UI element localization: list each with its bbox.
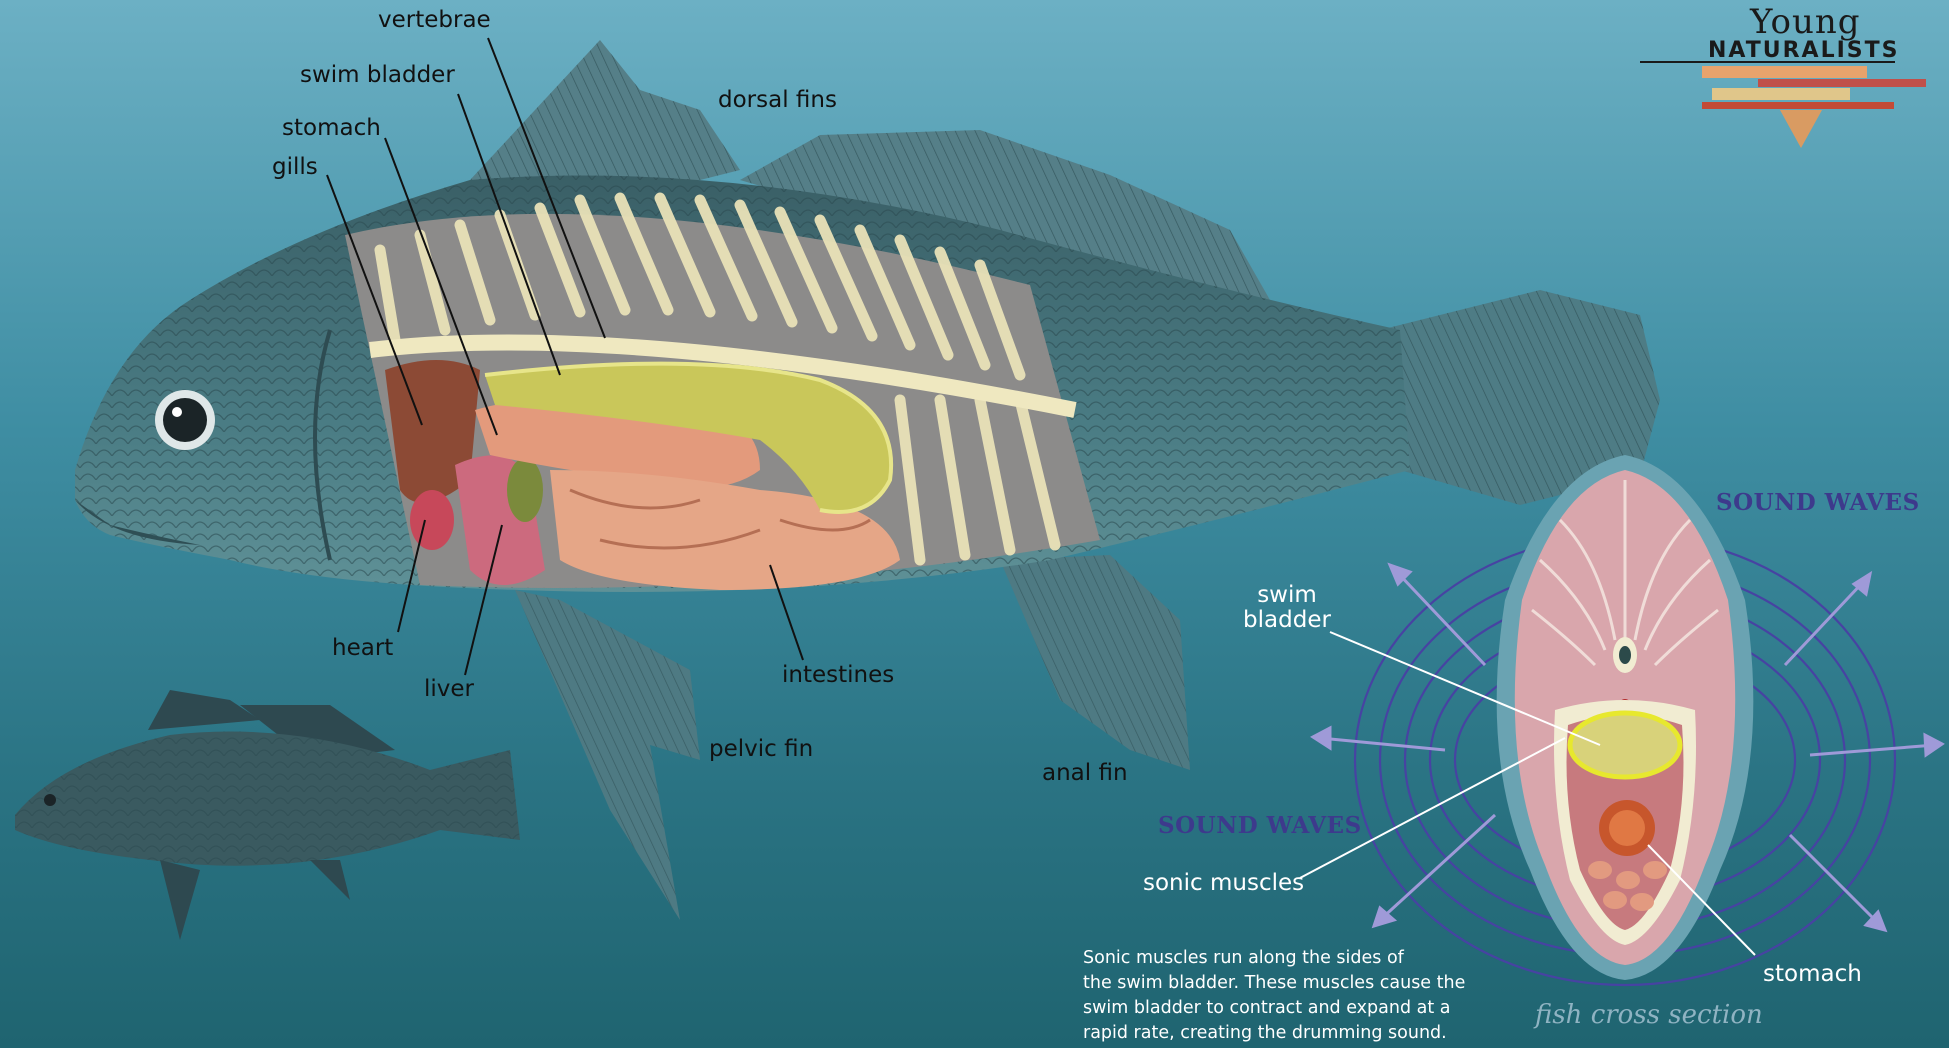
label-stomach: stomach <box>282 116 381 141</box>
label-vertebrae: vertebrae <box>378 8 491 33</box>
caption-line: rapid rate, creating the drumming sound. <box>1083 1021 1483 1046</box>
caption-text: Sonic muscles run along the sides of the… <box>1083 946 1483 1046</box>
label-liver: liver <box>424 677 474 702</box>
label-sound-waves-right: SOUND WAVES <box>1716 489 1920 516</box>
caption-line: Sonic muscles run along the sides of <box>1083 946 1483 971</box>
cross-section-title: fish cross section <box>1535 1000 1763 1030</box>
label-dorsal-fins: dorsal fins <box>718 88 837 113</box>
logo-graphic <box>1640 62 1926 148</box>
label-cs-swim-bladder: swim bladder <box>1242 583 1332 634</box>
small-fish-illustration <box>15 690 520 940</box>
label-heart: heart <box>332 636 393 661</box>
caption-line: the swim bladder. These muscles cause th… <box>1083 971 1483 996</box>
label-gills: gills <box>272 155 318 180</box>
label-pelvic-fin: pelvic fin <box>709 737 813 762</box>
logo-title: Young <box>1750 2 1861 42</box>
logo-subtitle: NATURALISTS <box>1708 38 1899 63</box>
label-cs-swim-line1: swim <box>1242 583 1332 608</box>
label-cs-stomach: stomach <box>1763 962 1862 987</box>
label-cs-swim-line2: bladder <box>1242 608 1332 633</box>
label-anal-fin: anal fin <box>1042 761 1128 786</box>
label-intestines: intestines <box>782 663 894 688</box>
label-sound-waves-left: SOUND WAVES <box>1158 812 1362 839</box>
label-swim-bladder: swim bladder <box>300 63 455 88</box>
label-sonic-muscles: sonic muscles <box>1143 871 1304 896</box>
caption-line: swim bladder to contract and expand at a <box>1083 996 1483 1021</box>
